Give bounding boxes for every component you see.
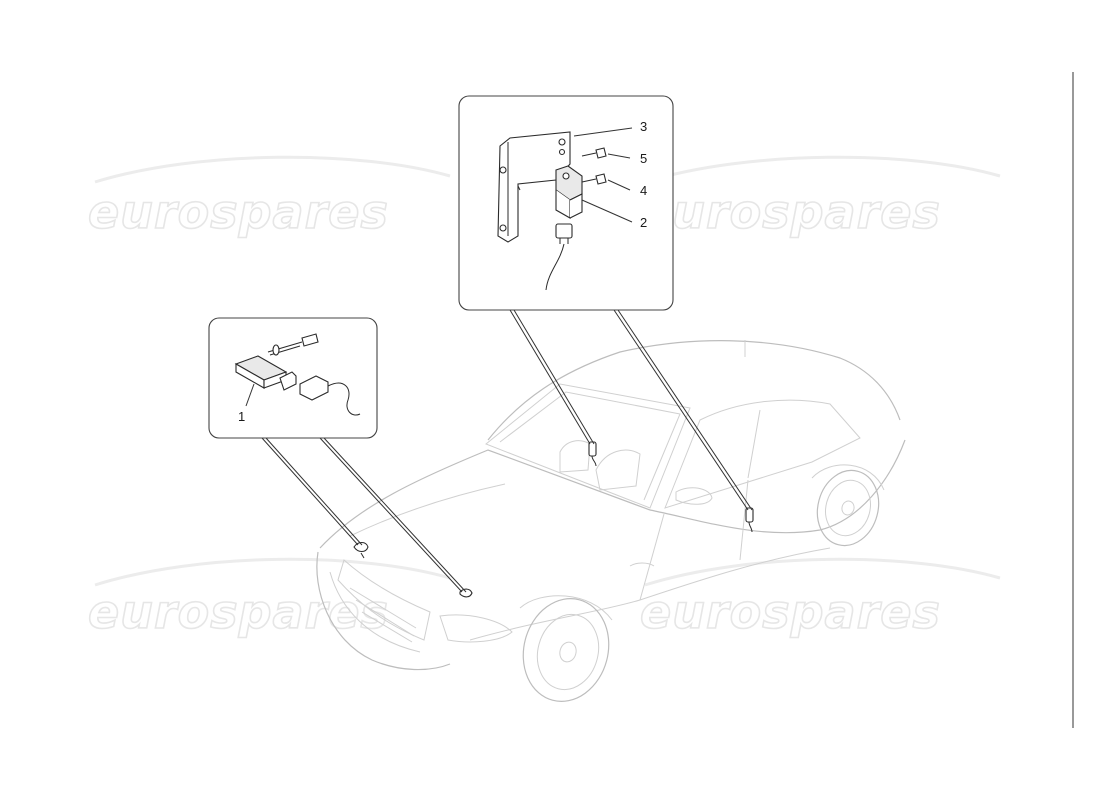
- front-sensor-marker-left: [353, 541, 369, 559]
- front-sensor-marker-right: [459, 588, 473, 598]
- detail-box-side-sensor: 3 5 4 2: [458, 95, 674, 311]
- callout-4-label: 4: [640, 183, 647, 198]
- car-outline: [316, 340, 906, 702]
- sill-sensor-marker: [745, 507, 754, 533]
- svg-text:eurospares: eurospares: [88, 585, 389, 639]
- b-pillar-sensor-marker: [588, 441, 597, 467]
- svg-text:eurospares: eurospares: [640, 585, 941, 639]
- callout-2-label: 2: [640, 215, 647, 230]
- svg-text:eurospares: eurospares: [640, 185, 941, 239]
- watermark-top-left: eurospares: [87, 155, 451, 240]
- watermark-top-right: eurospares: [639, 155, 1001, 240]
- watermark-bottom-right: eurospares: [639, 557, 1001, 640]
- callout-3-label: 3: [640, 119, 647, 134]
- callout-1-label: 1: [238, 409, 245, 424]
- watermark-bottom-left: eurospares: [87, 557, 451, 640]
- svg-text:eurospares: eurospares: [88, 185, 389, 239]
- detail-box-front-sensor: 1: [208, 317, 378, 439]
- callout-5-label: 5: [640, 151, 647, 166]
- leader-lines: [261, 309, 753, 593]
